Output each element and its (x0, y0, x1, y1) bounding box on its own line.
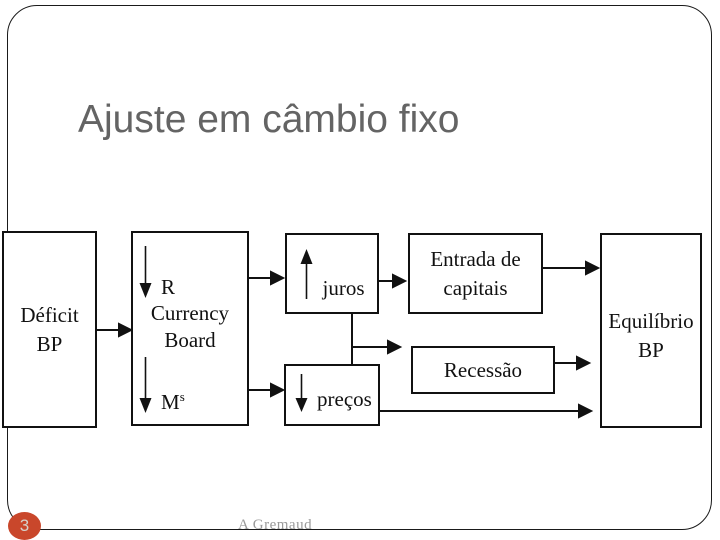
currency-board-line2: Board (164, 328, 216, 352)
box-juros: juros (285, 233, 379, 314)
box-entrada-de-capitais: Entrada de capitais (408, 233, 543, 314)
equilibrio-line1: Equilíbrio (608, 308, 694, 333)
down-arrow-icon (295, 374, 308, 412)
equilibrio-line2: BP (638, 337, 664, 362)
entrada-line1: Entrada de (430, 246, 521, 271)
box-deficit-bp: Déficit BP (2, 231, 97, 428)
money-supply-row: Ms (139, 357, 185, 413)
box-recessao: Recessão (411, 346, 555, 394)
currency-board-line1: Currency (150, 301, 230, 325)
up-arrow-icon (300, 249, 312, 299)
precos-label: preços (317, 387, 372, 412)
page-number-badge: 3 (8, 512, 41, 540)
slide-title: Ajuste em câmbio fixo (78, 98, 460, 141)
down-arrow-icon (139, 246, 152, 298)
recessao-label: Recessão (443, 357, 523, 382)
deficit-line2: BP (36, 331, 63, 356)
money-supply-label: Ms (161, 389, 185, 415)
down-arrow-icon (139, 357, 152, 413)
box-precos: preços (284, 364, 380, 426)
juros-label: juros (322, 276, 365, 301)
box-equilibrio-bp: Equilíbrio BP (600, 233, 702, 428)
footer-author: A Gremaud (238, 517, 313, 533)
deficit-line1: Déficit (20, 302, 79, 327)
entrada-line2: capitais (443, 275, 508, 300)
box-currency-board: R Currency Board Ms (131, 231, 249, 426)
reserves-label: R (161, 275, 176, 300)
page-number: 3 (19, 516, 30, 535)
reserves-row: R (139, 246, 175, 298)
